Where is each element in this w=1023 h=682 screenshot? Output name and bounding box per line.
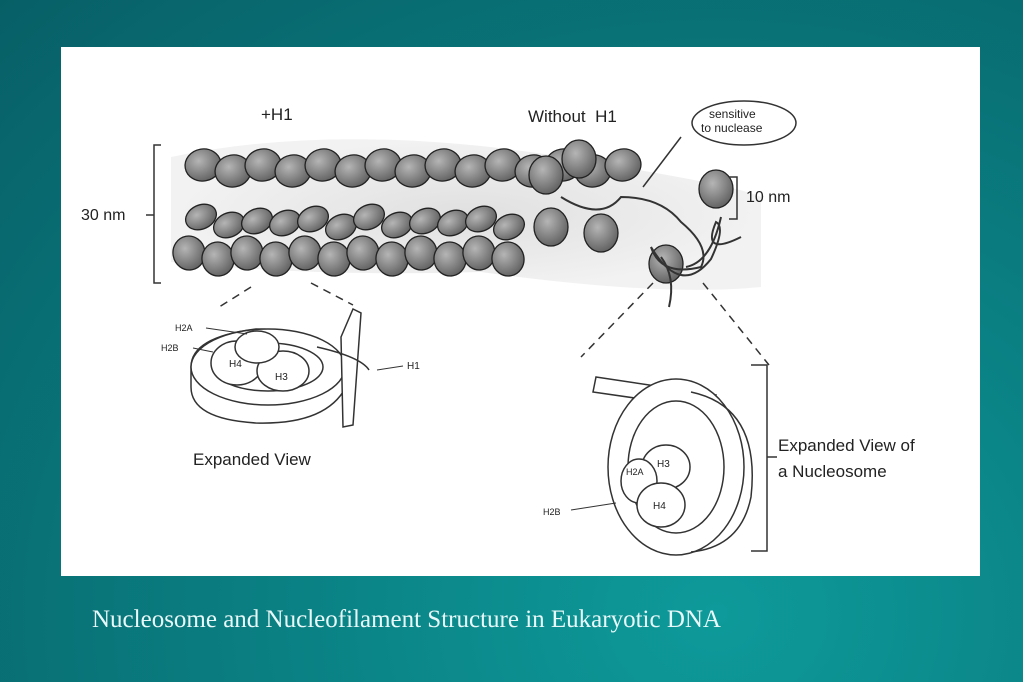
label-h3-left: H3 (275, 372, 288, 383)
label-expanded-view: Expanded View (193, 450, 312, 469)
sensitive-bubble (691, 100, 797, 146)
figure-panel: +H1 Without H1 sensitive to nuclease 10 … (61, 47, 980, 576)
nucleosome-disk (604, 148, 642, 182)
expanded-view-left (190, 307, 370, 428)
sensitive-pointer (642, 136, 682, 188)
nucleosome-disk (492, 213, 526, 241)
label-h2b-right: H2B (543, 507, 561, 517)
label-ten-nm: 10 nm (746, 189, 790, 206)
label-h4-left: H4 (229, 359, 242, 370)
label-h2a-left: H2A (175, 323, 193, 333)
zoom-line-left-a (215, 286, 252, 310)
nucleosome-disk (583, 213, 619, 253)
zoom-line-right-a (580, 282, 654, 358)
label-sensitive-1: sensitive (709, 107, 756, 121)
label-expanded-nucleosome-1: Expanded View of (778, 436, 915, 455)
thirty-nm-bracket (146, 144, 161, 284)
nucleosome-disk (561, 139, 597, 179)
label-plus-h1: +H1 (261, 105, 293, 124)
label-h2a-right: H2A (626, 467, 644, 477)
right-bracket (751, 364, 777, 552)
linker-dna-3 (685, 216, 722, 268)
label-h2b-left: H2B (161, 343, 179, 353)
nucleosome-disk (408, 207, 442, 235)
slide-caption: Nucleosome and Nucleofilament Structure … (92, 606, 721, 633)
nucleosome-disk (533, 207, 569, 247)
nucleosome-disk (491, 241, 525, 277)
nucleosome-disk (184, 203, 218, 231)
chromatin-fiber-30nm (172, 139, 734, 284)
nucleosome-disk (352, 203, 386, 231)
nucleosome-disk (464, 205, 498, 233)
nucleosome-disk (296, 205, 330, 233)
label-h4-right: H4 (653, 501, 666, 512)
expanded-view-right (592, 376, 753, 556)
zoom-line-left-b (310, 282, 354, 306)
label-thirty-nm: 30 nm (81, 207, 125, 224)
nucleosome-disk (240, 207, 274, 235)
label-without-h1: Without H1 (528, 107, 617, 126)
nucleosome-disk (698, 169, 734, 209)
linker-dna-2 (660, 256, 673, 308)
label-h3-right: H3 (657, 459, 670, 470)
label-h1-left: H1 (407, 361, 420, 372)
nucleosome-disk (528, 155, 564, 195)
ten-nm-bracket (729, 176, 738, 220)
zoom-line-right-b (702, 282, 770, 366)
label-sensitive-2: to nuclease (701, 121, 763, 135)
label-expanded-nucleosome-2: a Nucleosome (778, 462, 887, 481)
nucleosome-diagram: +H1 Without H1 sensitive to nuclease 10 … (81, 100, 915, 556)
